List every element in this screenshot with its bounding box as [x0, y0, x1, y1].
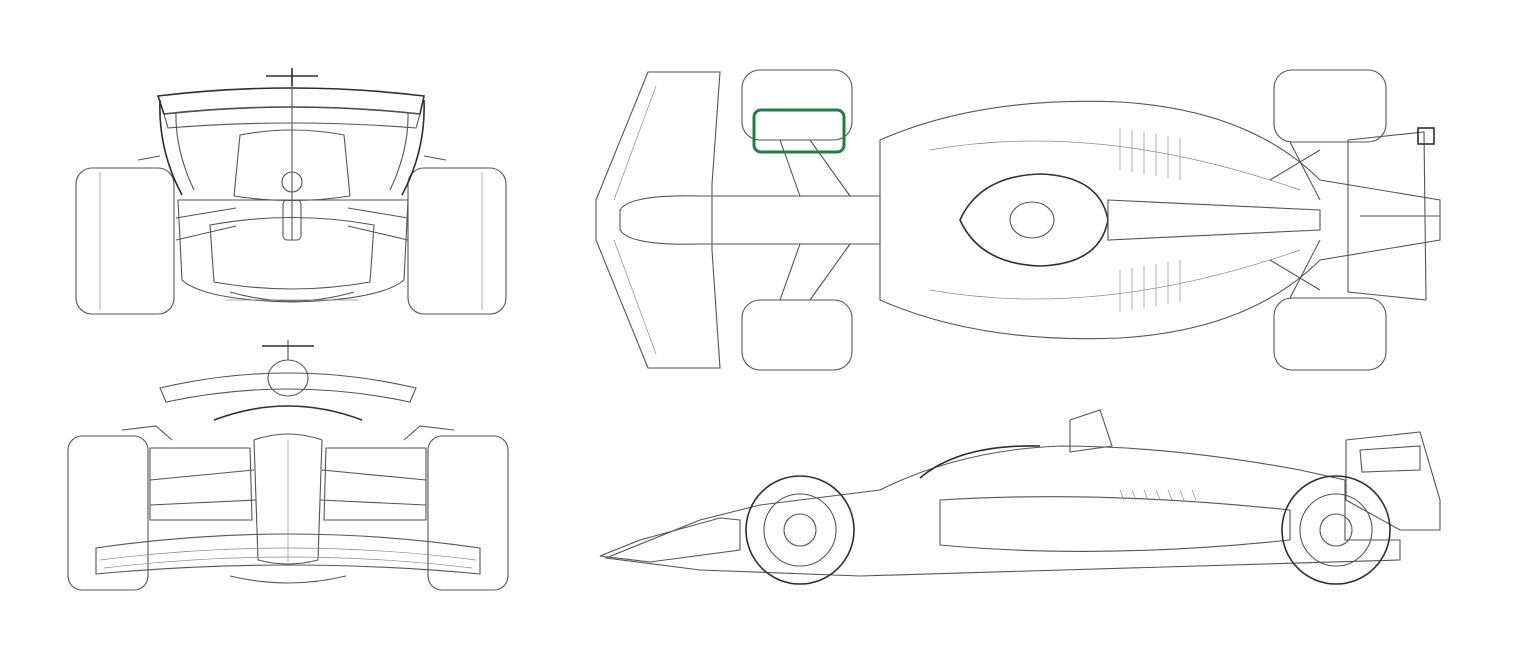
- rear-view: [75, 68, 507, 315]
- top-view: [595, 69, 1441, 371]
- front-view: [67, 340, 509, 591]
- highlight-box: [752, 108, 846, 154]
- side-view: [599, 409, 1441, 585]
